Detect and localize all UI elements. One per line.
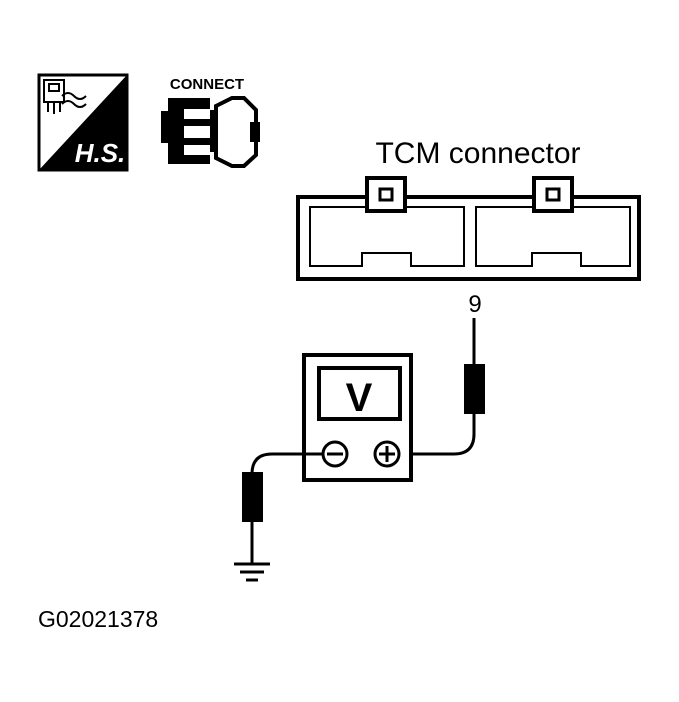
- positive-probe: [404, 318, 485, 456]
- hot-start-icon: H.S.: [37, 73, 129, 172]
- negative-probe: [242, 452, 323, 563]
- engine-heater-icon: [43, 79, 87, 114]
- connect-label: CONNECT: [170, 76, 244, 93]
- tcm-connector: [296, 176, 641, 281]
- hs-label: H.S.: [75, 138, 126, 168]
- voltmeter: V: [302, 353, 413, 482]
- connector-title: TCM connector: [375, 137, 580, 170]
- meter-display: V: [346, 376, 373, 420]
- pin-label: 9: [468, 291, 481, 318]
- connect-icon: CONNECT: [161, 76, 260, 168]
- figure-id: G02021378: [38, 606, 158, 632]
- negative-terminal-icon: [321, 440, 349, 468]
- socket-outline: [214, 96, 258, 168]
- positive-terminal-icon: [373, 440, 401, 468]
- ground-icon: [234, 562, 270, 582]
